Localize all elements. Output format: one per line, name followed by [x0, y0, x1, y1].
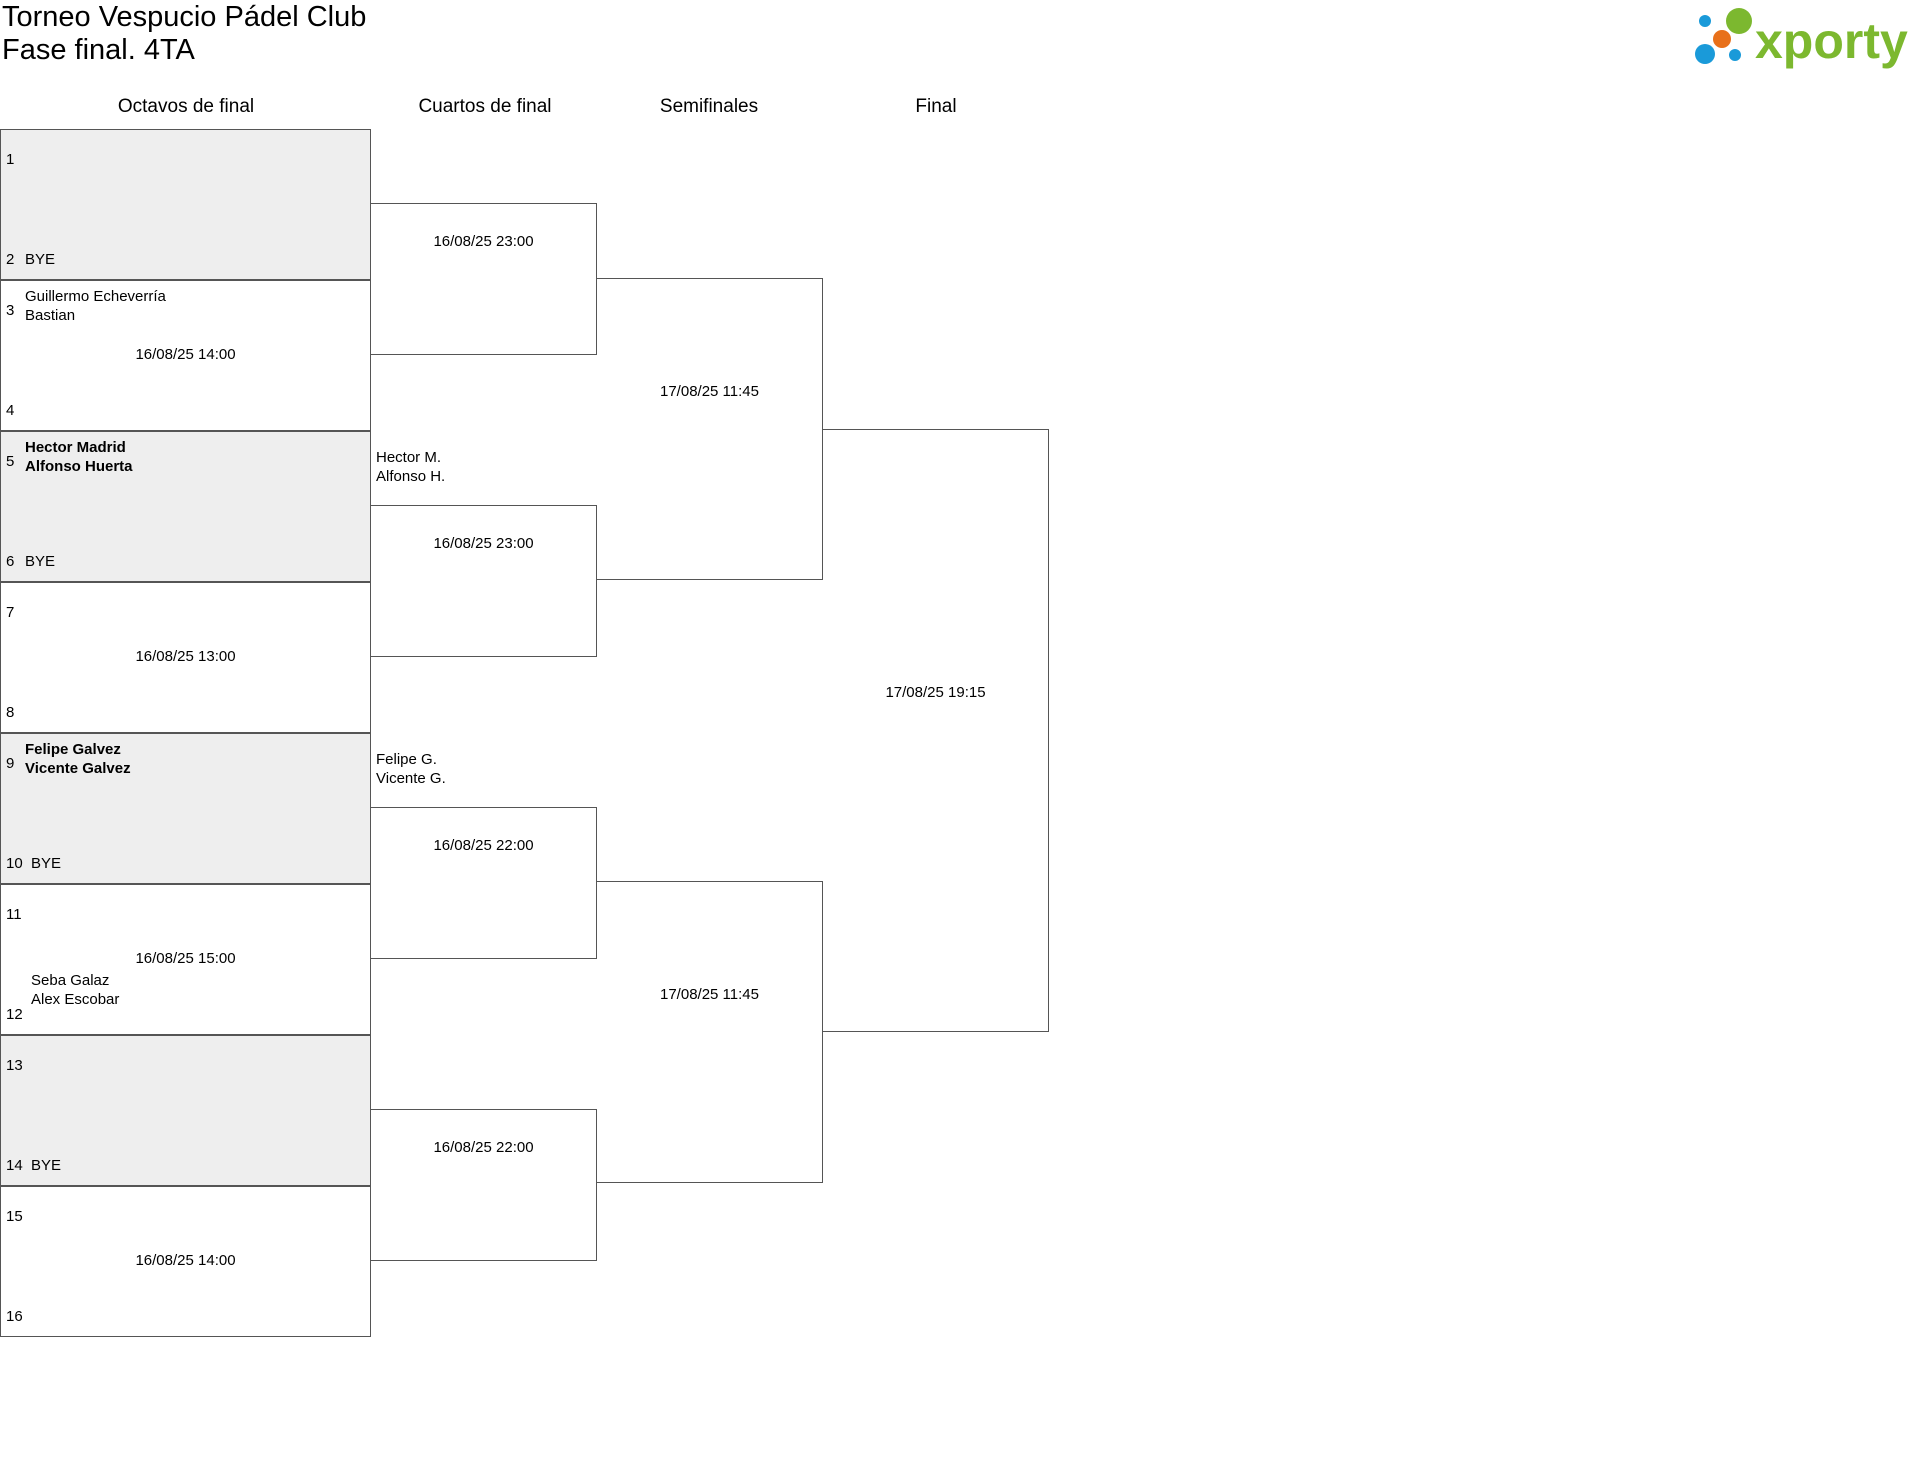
logo-dot: [1726, 8, 1752, 34]
match-datetime: 16/08/25 22:00: [433, 837, 534, 854]
seed-number: 16: [6, 1308, 23, 1325]
octavos-match: 7 8 16/08/25 13:00: [0, 582, 371, 733]
cuartos-match: 16/08/25 23:00: [371, 203, 597, 355]
octavos-match: 15 16 16/08/25 14:00: [0, 1186, 371, 1337]
bye-label: BYE: [31, 1157, 62, 1174]
round-header-octavos: Octavos de final: [117, 96, 255, 117]
cuartos-match: 16/08/25 22:00: [371, 807, 597, 959]
seed-number: 13: [6, 1057, 23, 1074]
advanced-team: Felipe G. Vicente G.: [376, 751, 446, 787]
round-header-cuartos: Cuartos de final: [418, 96, 552, 117]
match-datetime: 16/08/25 14:00: [135, 346, 236, 363]
semifinal-match: 17/08/25 11:45: [597, 278, 823, 580]
seed-number: 10: [6, 855, 23, 872]
seed-number: 15: [6, 1208, 23, 1225]
round-header-semifinales: Semifinales: [659, 96, 759, 117]
octavos-match: 11 12 Seba Galaz Alex Escobar 16/08/25 15:0…: [0, 884, 371, 1035]
match-datetime: 16/08/25 22:00: [433, 1139, 534, 1156]
bye-label: BYE: [25, 553, 56, 570]
bye-label: BYE: [31, 855, 62, 872]
final-match: 17/08/25 19:15: [823, 429, 1049, 1032]
match-datetime: 16/08/25 23:00: [433, 535, 534, 552]
match-datetime: 16/08/25 15:00: [135, 950, 236, 967]
tournament-title: Torneo Vespucio Pádel Club: [2, 1, 367, 33]
octavos-match: 1 2 BYE: [0, 129, 371, 280]
seed-number: 14: [6, 1157, 23, 1174]
team-name: Hector Madrid Alfonso Huerta: [25, 439, 133, 475]
logo-dot: [1729, 49, 1741, 61]
seed-number: 1: [6, 151, 15, 168]
team-name: Seba Galaz Alex Escobar: [31, 972, 120, 1008]
logo-text: xporty: [1755, 13, 1908, 69]
round-header-final: Final: [915, 96, 957, 117]
team-name: Felipe Galvez Vicente Galvez: [25, 741, 131, 777]
seed-number: 9: [6, 755, 15, 772]
seed-number: 4: [6, 402, 15, 419]
logo-dot: [1699, 15, 1711, 27]
advanced-team: Hector M. Alfonso H.: [376, 449, 446, 485]
seed-number: 7: [6, 604, 15, 621]
match-datetime: 16/08/25 13:00: [135, 648, 236, 665]
octavos-match: 3 4 Guillermo Echeverría Bastian 16/08/25 1…: [0, 280, 371, 431]
octavos-match: 13 14 BYE: [0, 1035, 371, 1186]
seed-number: 8: [6, 704, 15, 721]
bye-label: BYE: [25, 251, 56, 268]
seed-number: 6: [6, 553, 15, 570]
cuartos-match: 16/08/25 22:00: [371, 1109, 597, 1261]
logo-dot: [1713, 30, 1731, 48]
match-datetime: 16/08/25 23:00: [433, 233, 534, 250]
match-datetime: 17/08/25 11:45: [660, 383, 759, 400]
semifinal-match: 17/08/25 11:45: [597, 881, 823, 1183]
match-datetime: 17/08/25 19:15: [885, 684, 986, 701]
xporty-logo: xporty: [1695, 8, 1908, 69]
seed-number: 12: [6, 1006, 23, 1023]
seed-number: 5: [6, 453, 15, 470]
cuartos-match: 16/08/25 23:00: [371, 505, 597, 657]
match-datetime: 17/08/25 11:45: [660, 986, 759, 1003]
match-datetime: 16/08/25 14:00: [135, 1252, 236, 1269]
phase-subtitle: Fase final. 4TA: [2, 34, 195, 66]
team-name: Guillermo Echeverría Bastian: [25, 288, 166, 324]
logo-dot: [1695, 44, 1715, 64]
seed-number: 3: [6, 302, 15, 319]
seed-number: 11: [6, 906, 22, 923]
seed-number: 2: [6, 251, 15, 268]
